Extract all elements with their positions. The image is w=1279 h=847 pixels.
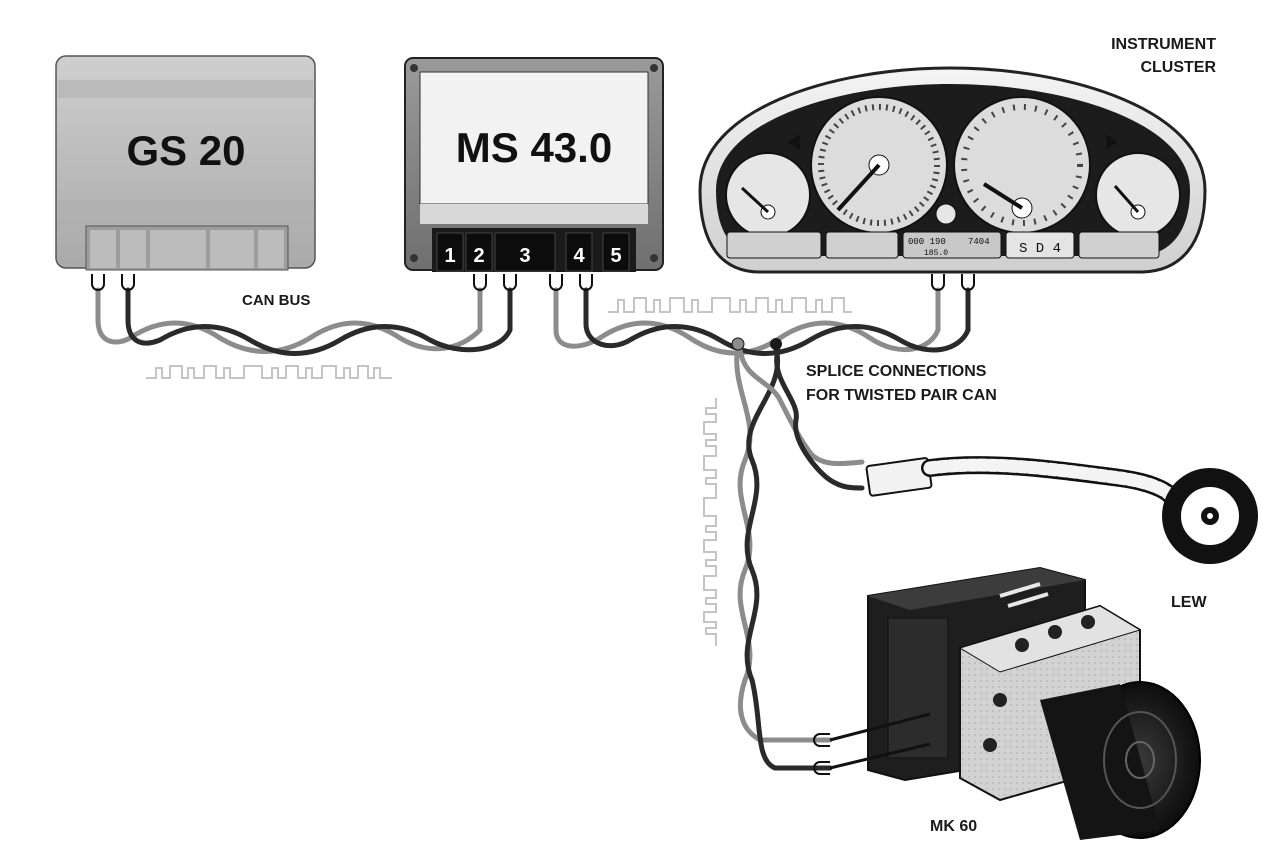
cluster-warning-panel-right: [1078, 231, 1160, 259]
clock-readout: 7404: [968, 237, 990, 247]
instrument-cluster-label-line1: INSTRUMENT: [1111, 36, 1216, 53]
ms43-pin-4: 4: [573, 245, 585, 267]
splice-label-line1: SPLICE CONNECTIONS: [806, 363, 987, 380]
instrument-cluster: 000 190 185.0 7404 S D 4: [698, 66, 1207, 274]
cluster-warning-panel-left: [726, 231, 822, 259]
right-turn-arrow-icon: [1106, 134, 1118, 150]
temperature-gauge: [1095, 152, 1181, 238]
trip-readout: 185.0: [924, 249, 948, 258]
ms43-pin-3: 3: [519, 245, 530, 267]
cluster-gear-panel: [1005, 231, 1075, 259]
signal-pattern-decor: [146, 297, 852, 646]
mk60-module: [829, 566, 1201, 840]
splice-label-line2: FOR TWISTED PAIR CAN: [806, 387, 997, 404]
mk60-label: MK 60: [930, 818, 977, 835]
can-bus-label: CAN BUS: [242, 292, 310, 309]
ms43-module: MS 43.0 1 2 3 4 5: [404, 57, 664, 272]
gs20-module: GS 20: [55, 55, 316, 271]
gs20-title: GS 20: [126, 127, 245, 174]
can-bus-twisted-pair: [95, 287, 971, 771]
odometer-readout: 000 190: [908, 237, 946, 247]
speedometer: [810, 96, 948, 234]
ms43-pin-1: 1: [444, 245, 455, 267]
ms43-connector: 1 2 3 4 5: [432, 228, 636, 272]
splice-point-low: [731, 337, 745, 351]
fuel-economy-gauge: [725, 152, 811, 238]
cluster-odometer-panel: [902, 231, 1002, 259]
splice-point-high: [770, 338, 782, 350]
lew-label: LEW: [1171, 594, 1207, 611]
ms43-title: MS 43.0: [456, 124, 612, 171]
lew-sensor: [865, 456, 1258, 564]
ms43-pin-2: 2: [473, 245, 484, 267]
center-warning-icon: [935, 203, 957, 225]
instrument-cluster-label-line2: CLUSTER: [1140, 59, 1216, 76]
terminal-hooks: [91, 274, 975, 775]
tachometer: [953, 96, 1091, 234]
gear-display: S D 4: [1019, 241, 1061, 257]
left-turn-arrow-icon: [788, 134, 800, 150]
ms43-pin-5: 5: [610, 245, 621, 267]
gs20-connector: [85, 225, 289, 271]
cluster-check-control-panel: [825, 231, 899, 259]
